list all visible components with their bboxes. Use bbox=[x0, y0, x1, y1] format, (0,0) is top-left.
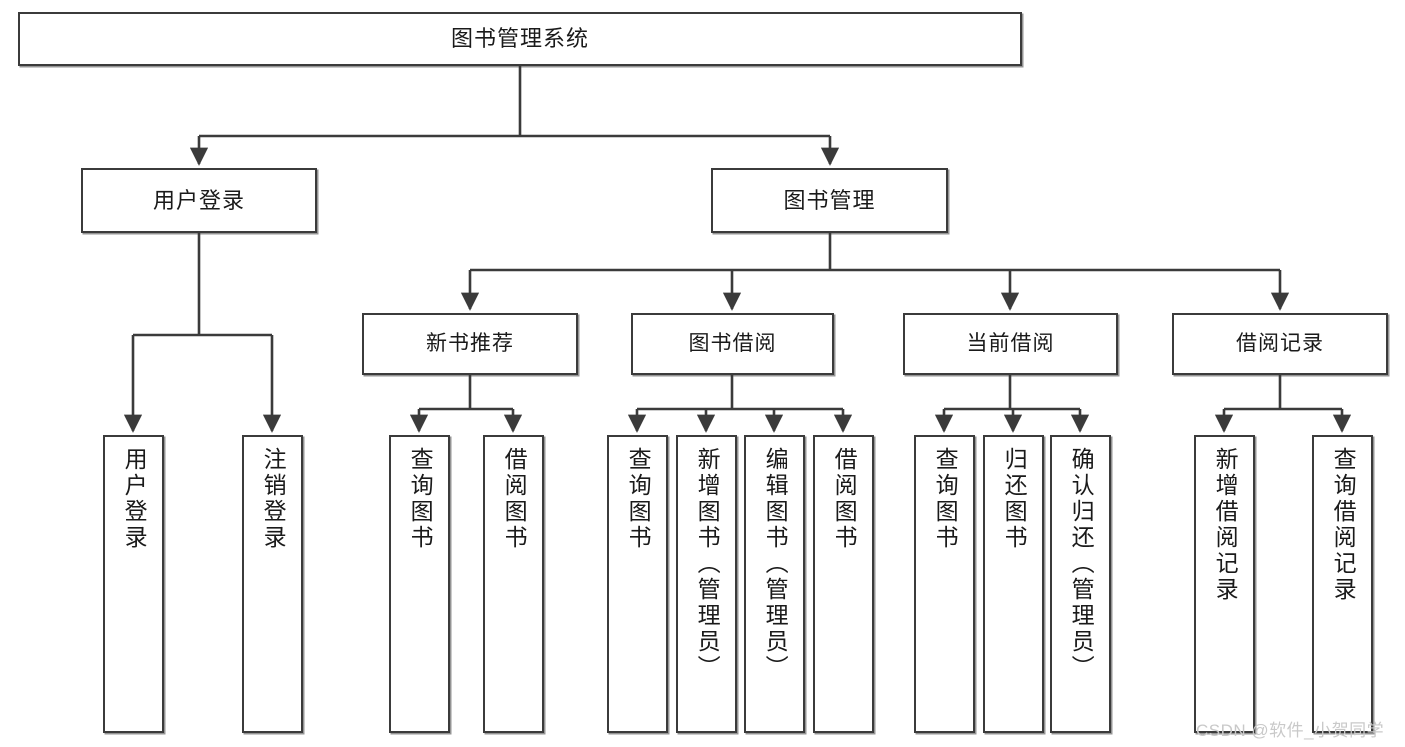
node-label: 查询图书 bbox=[407, 447, 434, 551]
node-label: 确认归还（管理员） bbox=[1068, 447, 1095, 681]
node-new-book-recommend[interactable]: 新书推荐 bbox=[362, 313, 578, 375]
node-label: 编辑图书（管理员） bbox=[762, 447, 789, 681]
node-label: 注销登录 bbox=[260, 447, 287, 551]
node-current-borrow[interactable]: 当前借阅 bbox=[903, 313, 1118, 375]
leaf-book-borrow-query[interactable]: 查询图书 bbox=[607, 435, 668, 733]
node-label: 图书借阅 bbox=[688, 331, 777, 355]
leaf-book-borrow-borrow[interactable]: 借阅图书 bbox=[813, 435, 874, 733]
leaf-book-borrow-add[interactable]: 新增图书（管理员） bbox=[676, 435, 737, 733]
leaf-current-borrow-query[interactable]: 查询图书 bbox=[914, 435, 975, 733]
leaf-current-borrow-return[interactable]: 归还图书 bbox=[983, 435, 1044, 733]
leaf-borrow-record-add[interactable]: 新增借阅记录 bbox=[1194, 435, 1255, 733]
leaf-user-login-logout[interactable]: 注销登录 bbox=[242, 435, 303, 733]
node-label: 当前借阅 bbox=[966, 331, 1055, 355]
node-label: 新书推荐 bbox=[426, 331, 514, 355]
node-label: 归还图书 bbox=[1001, 447, 1028, 551]
leaf-user-login-login[interactable]: 用户登录 bbox=[103, 435, 164, 733]
leaf-borrow-record-query[interactable]: 查询借阅记录 bbox=[1312, 435, 1373, 733]
node-label: 图书管理系统 bbox=[450, 26, 589, 52]
leaf-new-book-borrow[interactable]: 借阅图书 bbox=[483, 435, 544, 733]
node-label: 用户登录 bbox=[121, 447, 148, 551]
node-label: 新增图书（管理员） bbox=[694, 447, 721, 681]
node-label: 查询图书 bbox=[625, 447, 652, 551]
leaf-new-book-query[interactable]: 查询图书 bbox=[389, 435, 450, 733]
node-book-management[interactable]: 图书管理 bbox=[711, 168, 948, 233]
node-root-book-management-system[interactable]: 图书管理系统 bbox=[18, 12, 1022, 66]
node-label: 查询借阅记录 bbox=[1330, 447, 1357, 603]
node-borrow-record[interactable]: 借阅记录 bbox=[1172, 313, 1388, 375]
node-label: 用户登录 bbox=[152, 187, 245, 213]
watermark: CSDN @软件_小贺同学 bbox=[1196, 721, 1385, 740]
leaf-book-borrow-edit[interactable]: 编辑图书（管理员） bbox=[744, 435, 805, 733]
node-user-login[interactable]: 用户登录 bbox=[81, 168, 317, 233]
node-label: 查询图书 bbox=[932, 447, 959, 551]
node-label: 新增借阅记录 bbox=[1212, 447, 1239, 603]
node-label: 图书管理 bbox=[783, 187, 876, 213]
node-label: 借阅图书 bbox=[831, 447, 858, 551]
node-book-borrow[interactable]: 图书借阅 bbox=[631, 313, 834, 375]
leaf-current-borrow-confirm-return[interactable]: 确认归还（管理员） bbox=[1050, 435, 1111, 733]
node-label: 借阅记录 bbox=[1236, 331, 1324, 355]
node-label: 借阅图书 bbox=[501, 447, 528, 551]
